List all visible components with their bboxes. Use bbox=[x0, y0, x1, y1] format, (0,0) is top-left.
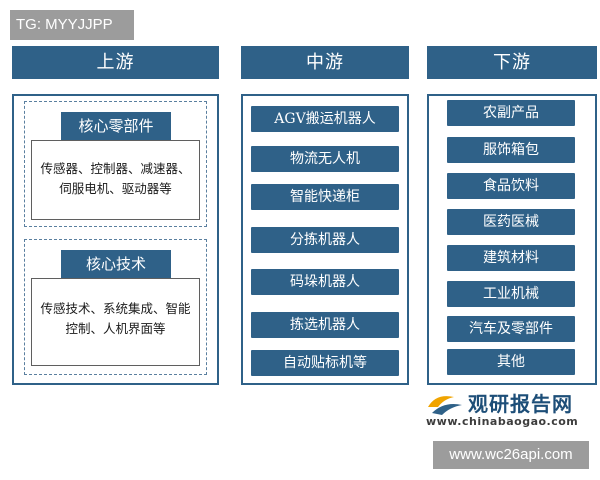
midstream-item: 智能快递柜 bbox=[251, 184, 399, 210]
downstream-item: 其他 bbox=[447, 349, 575, 375]
watermark-tag-top: TG: MYYJJPP bbox=[10, 10, 134, 40]
midstream-item: 物流无人机 bbox=[251, 146, 399, 172]
downstream-panel: 农副产品 服饰箱包 食品饮料 医药医械 建筑材料 工业机械 汽车及零部件 其他 bbox=[427, 94, 597, 385]
core-components-group: 传感器、控制器、减速器、伺服电机、驱动器等 核心零部件 bbox=[24, 101, 207, 227]
downstream-item: 服饰箱包 bbox=[447, 137, 575, 163]
midstream-item: 分拣机器人 bbox=[251, 227, 399, 253]
core-technology-group: 传感技术、系统集成、智能控制、人机界面等 核心技术 bbox=[24, 239, 207, 375]
upstream-panel: 传感器、控制器、减速器、伺服电机、驱动器等 核心零部件 传感技术、系统集成、智能… bbox=[12, 94, 219, 385]
core-technology-body: 传感技术、系统集成、智能控制、人机界面等 bbox=[31, 278, 200, 366]
core-technology-title: 核心技术 bbox=[61, 250, 171, 278]
midstream-panel: AGV搬运机器人 物流无人机 智能快递柜 分拣机器人 码垛机器人 拣选机器人 自… bbox=[241, 94, 409, 385]
downstream-item: 汽车及零部件 bbox=[447, 316, 575, 342]
downstream-header: 下游 bbox=[427, 46, 597, 79]
core-components-body: 传感器、控制器、减速器、伺服电机、驱动器等 bbox=[31, 140, 200, 220]
downstream-item: 建筑材料 bbox=[447, 245, 575, 271]
downstream-item: 食品饮料 bbox=[447, 173, 575, 199]
downstream-item: 农副产品 bbox=[447, 100, 575, 126]
midstream-header: 中游 bbox=[241, 46, 409, 79]
watermark-brand: 观研报告网 bbox=[468, 392, 573, 416]
midstream-item: AGV搬运机器人 bbox=[251, 106, 399, 132]
watermark-tag-bottom: www.wc26api.com bbox=[433, 441, 589, 469]
downstream-item: 医药医械 bbox=[447, 209, 575, 235]
downstream-item: 工业机械 bbox=[447, 281, 575, 307]
upstream-header: 上游 bbox=[12, 46, 219, 79]
watermark-url: www.chinabaogao.com bbox=[426, 415, 579, 428]
midstream-item: 拣选机器人 bbox=[251, 312, 399, 338]
watermark-logo-icon bbox=[428, 396, 462, 415]
midstream-item: 自动贴标机等 bbox=[251, 350, 399, 376]
core-components-title: 核心零部件 bbox=[61, 112, 171, 140]
midstream-item: 码垛机器人 bbox=[251, 269, 399, 295]
